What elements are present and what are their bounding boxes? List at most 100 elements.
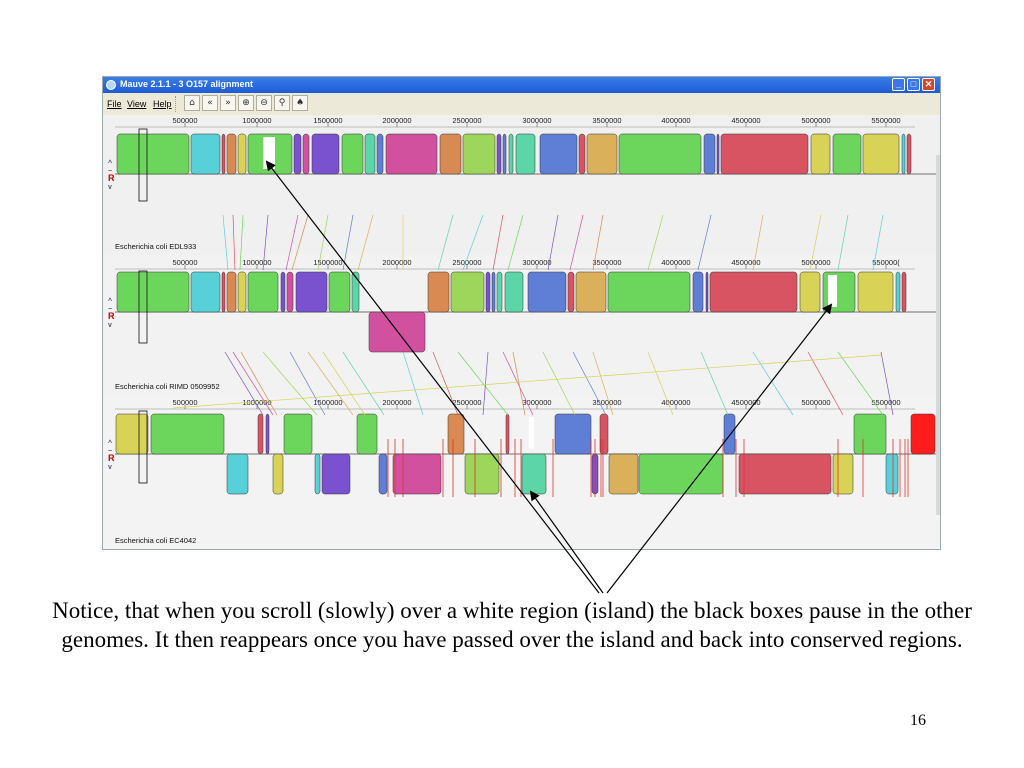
lcb-block [901,133,906,175]
lcb-block [832,453,854,495]
lcb-block [226,133,237,175]
lcb-block [575,271,607,313]
down-arrow-icon: v [108,184,112,191]
genome-name-label: Escherichia coli EDL933 [115,242,196,251]
lcb-connector-line [239,214,244,271]
ruler-tick-label: 1500000 [313,116,342,125]
island-white-region [828,275,837,307]
lcb-block [799,271,821,313]
close-button[interactable]: ✕ [922,78,935,91]
ruler-tick-label: 5000000 [801,258,830,267]
lcb-block [237,271,247,313]
minimize-button[interactable]: _ [892,78,905,91]
up-arrow-icon: ^ [108,297,112,305]
ruler-tick-label: 1000000 [242,258,271,267]
lcb-block [392,453,442,495]
lcb-block [527,271,567,313]
lcb-block [328,271,351,313]
ruler-tick-label: 4500000 [731,116,760,125]
lcb-block [351,271,360,313]
slide-caption: Notice, that when you scroll (slowly) ov… [52,598,972,652]
lcb-connector-line [880,351,894,416]
lcb-block [450,271,485,313]
window-title: Mauve 2.1.1 - 3 O157 alignment [120,79,254,89]
menu-help[interactable]: Help [153,99,172,109]
lcb-block [190,133,221,175]
maximize-button[interactable]: □ [907,78,920,91]
lcb-block [716,133,720,175]
black-cursor-box [138,270,148,344]
menu-bar: File View Help ⌂ « » ⊕ ⊖ ⚲ ♠ [103,93,940,116]
ruler-tick-label: 1000000 [242,116,271,125]
minus-icon: − [108,306,112,313]
lcb-connector-line [232,351,274,416]
ruler-tick-label: 500000 [172,398,197,407]
lcb-block [539,133,578,175]
lcb-block [283,413,313,455]
ruler-tick-label: 1000000 [242,398,271,407]
lcb-block [502,133,507,175]
lcb-block [504,271,524,313]
menu-view[interactable]: View [127,99,147,109]
black-cursor-box [138,410,148,484]
lcb-connector-line [809,214,822,271]
ruler-tick-label: 3500000 [592,258,621,267]
lcb-block [496,133,502,175]
bird-icon[interactable]: ♠ [292,95,308,111]
zoom-out-icon[interactable]: ⊖ [256,95,272,111]
lcb-block [885,453,899,495]
lcb-block [462,133,496,175]
ruler-tick-label: 500000 [172,116,197,125]
black-cursor-box [138,128,148,202]
lcb-block [723,413,736,455]
lcb-block [116,271,190,313]
lcb-block [910,413,936,455]
find-icon[interactable]: ⚲ [274,95,290,111]
ruler-tick-label: 4000000 [661,398,690,407]
ruler-tick-label: 5000000 [801,116,830,125]
lcb-block [293,133,302,175]
genome-name-label: Escherichia coli RIMD 0509952 [115,382,220,391]
ruler-tick-label: 2000000 [382,258,411,267]
ruler-tick-label: 2000000 [382,116,411,125]
lcb-block [439,133,462,175]
lcb-block [521,453,547,495]
ruler-tick-label: 2500000 [452,398,481,407]
mauve-window-screenshot: Mauve 2.1.1 - 3 O157 alignment _ □ ✕ Fil… [102,76,941,550]
lcb-block [385,133,438,175]
up-arrow-icon: ^ [108,439,112,447]
lcb-block [895,271,901,313]
home-icon[interactable]: ⌂ [184,95,200,111]
up-arrow-icon: ^ [108,159,112,167]
reverse-r-label: R [108,311,115,321]
reverse-r-label: R [108,173,115,183]
zoom-in-icon[interactable]: ⊕ [238,95,254,111]
lcb-block [832,133,862,175]
lcb-block [295,271,328,313]
menu-file[interactable]: File [107,99,122,109]
app-icon [106,80,116,90]
lcb-block [906,133,912,175]
lcb-block [190,271,221,313]
lcb-block [116,133,190,175]
lcb-block [554,413,592,455]
lcb-block [356,413,378,455]
lcb-block [237,133,247,175]
vertical-scrollbar [936,155,940,515]
lcb-block [822,271,856,313]
lcb-block [302,133,310,175]
ruler-tick-label: 550000( [872,258,900,267]
lcb-block [505,413,510,455]
lcb-block [247,271,279,313]
ruler-tick-label: 3500000 [592,116,621,125]
lcb-block [226,271,237,313]
lcb-block [378,453,388,495]
scroll-right-icon[interactable]: » [220,95,236,111]
lcb-block [608,453,639,495]
lcb-block [221,133,226,175]
scroll-left-icon[interactable]: « [202,95,218,111]
lcb-block [341,133,364,175]
lcb-block [447,413,465,455]
lcb-block [586,133,618,175]
